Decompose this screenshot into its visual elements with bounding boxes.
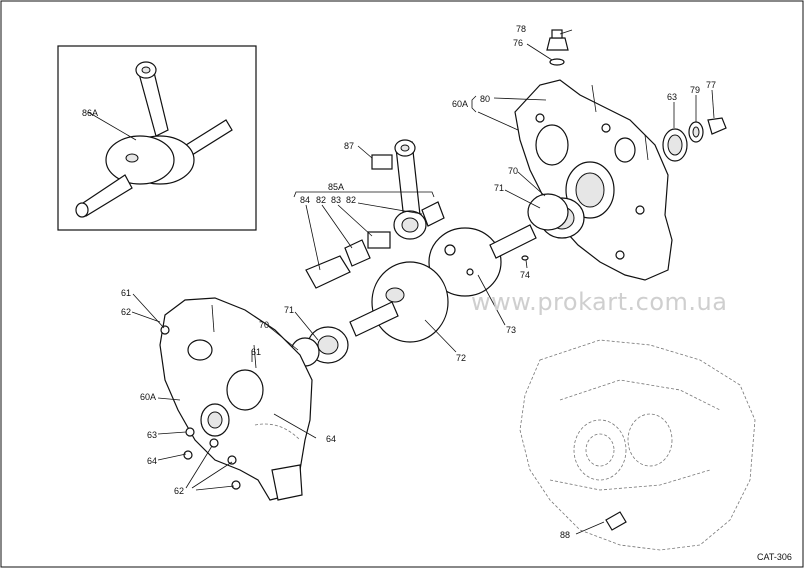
label-84: 84 <box>300 195 310 205</box>
label-61-b: 61 <box>251 347 261 357</box>
label-70-left: 70 <box>259 320 269 330</box>
label-82-a: 82 <box>316 195 326 205</box>
label-77: 77 <box>706 80 716 90</box>
label-63-left: 63 <box>147 430 157 440</box>
label-79: 79 <box>690 85 700 95</box>
label-71-left: 71 <box>284 305 294 315</box>
label-72: 72 <box>456 353 466 363</box>
label-85A: 85A <box>328 182 344 192</box>
inset-crankshaft-box <box>57 45 257 231</box>
label-88: 88 <box>560 530 570 540</box>
label-80: 80 <box>480 94 490 104</box>
callout-labels: 86A 87 85A 84 82 83 82 78 76 60A 80 63 7… <box>82 24 716 540</box>
conrod-assembly <box>305 139 445 289</box>
label-62-a: 62 <box>121 307 131 317</box>
right-crankcase-half <box>514 29 673 281</box>
label-87: 87 <box>344 141 354 151</box>
catalog-code: CAT-306 <box>757 552 792 562</box>
label-64-right: 64 <box>326 434 336 444</box>
right-seal-set <box>662 117 727 162</box>
label-70-right: 70 <box>508 166 518 176</box>
label-73: 73 <box>506 325 516 335</box>
label-61-a: 61 <box>121 288 131 298</box>
right-bearing <box>527 193 585 239</box>
label-83: 83 <box>331 195 341 205</box>
watermark-text: www.prokart.com.ua <box>471 288 727 316</box>
label-82-b: 82 <box>346 195 356 205</box>
label-71-right: 71 <box>494 183 504 193</box>
label-62-b: 62 <box>174 486 184 496</box>
left-bearing <box>290 326 349 367</box>
label-74: 74 <box>520 270 530 280</box>
label-86A: 86A <box>82 108 98 118</box>
ghost-engine-outline <box>519 339 756 551</box>
label-76: 76 <box>513 38 523 48</box>
leader-lines <box>131 29 715 535</box>
label-60A-left: 60A <box>140 392 156 402</box>
label-60A-right: 60A <box>452 99 468 109</box>
label-63-right: 63 <box>667 92 677 102</box>
label-64-left: 64 <box>147 456 157 466</box>
crankshaft-halves <box>349 224 537 343</box>
left-crankcase-half <box>159 297 313 501</box>
label-78: 78 <box>516 24 526 34</box>
